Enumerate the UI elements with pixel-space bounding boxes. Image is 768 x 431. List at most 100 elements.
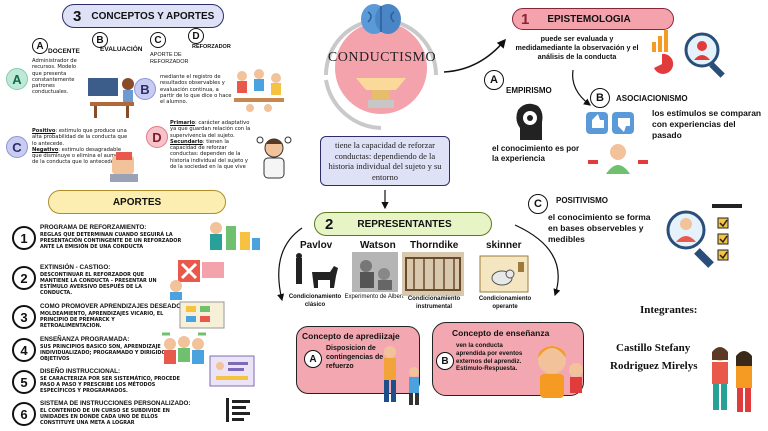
aprendizaje-title: Concepto de aprediizaje [302, 331, 400, 341]
puzzle-box-photo [402, 252, 464, 296]
integrantes-title: Integrantes: [640, 304, 698, 316]
person-name-pavlov: Pavlov [300, 240, 333, 251]
checklist-magnifier-icon [666, 204, 742, 268]
aporte-text-5: SE CARACTERIZA POR SER SISTEMÁTICO, PROC… [40, 376, 180, 394]
aporte-number-5: 5 [12, 370, 36, 394]
aprendizaje-text: Disposicion de contingencias de refuerzo [326, 345, 384, 370]
aporte-title-2: EXTINSIÓN - CASTIGO: [40, 264, 111, 271]
positivismo-title: POSITIVISMO [556, 196, 609, 205]
ensenanza-text: ven la conducta aprendida por eventos ex… [456, 342, 523, 373]
desired-learning-icon [179, 301, 225, 329]
empirismo-letter: A [484, 70, 504, 90]
negativo-label: Negativo [32, 146, 59, 153]
positivo-label: Positivo [32, 128, 56, 134]
negativo-text: : estimulo desagradable que disminuye o … [32, 146, 127, 166]
empirismo-title: EMPIRISMO [506, 86, 552, 95]
magnifier-person-icon [684, 32, 725, 78]
person-name-thorndike: Thorndike [410, 240, 459, 251]
aporte-title-1: PROGRAMA DE REFORZAMIENTO: [40, 224, 147, 231]
aporte-text-4: SUS PRINCIPIOS BASICO SON, APRENDIZAJE I… [40, 344, 172, 362]
concept-d-text: Primario: carácter adaptativo ya que gua… [170, 120, 254, 170]
concept-a-header: DOCENTE [48, 48, 80, 55]
concept-b-header: EVALUACIÓN [100, 46, 143, 53]
conceptos-number: 3 [73, 7, 82, 25]
epistemologia-header: 1 EPISTEMOLOGIA [512, 8, 674, 30]
teacher-classroom-icon [88, 78, 134, 118]
person-caption-skinner: Condicionamiento operante [478, 296, 532, 310]
reward-hand-icon [110, 152, 138, 182]
analysis-chart-icon [652, 30, 674, 74]
concept-d-badge: D [146, 126, 168, 148]
conceptos-header: 3 CONCEPTOS Y APORTES [62, 4, 224, 28]
skinner-box-icon [479, 255, 529, 293]
concept-d-header: REFORZADOR [192, 44, 231, 50]
epistemologia-number: 1 [521, 10, 530, 28]
aporte-number-6: 6 [12, 402, 36, 426]
students-group-icon [234, 69, 284, 112]
person-name-watson: Watson [360, 240, 396, 251]
ensenanza-letter: B [436, 352, 454, 370]
aporte-text-6: EL CONTENIDO DE UN CURSO SE SUBDIVIDE EN… [40, 408, 170, 426]
list-lines-icon [226, 398, 250, 422]
punishment-icon [170, 260, 224, 300]
brain-icon [361, 4, 401, 34]
pedestal-icon [356, 78, 406, 108]
aporte-number-2: 2 [12, 266, 36, 290]
center-decoration [324, 18, 438, 130]
concept-b-text: mediante el registro de resultados obser… [160, 74, 232, 106]
aporte-title-3: COMO PROMOVER APRENDIZAJES DESEADOS: [40, 303, 188, 310]
person-name-skinner: skinner [486, 240, 522, 251]
epistemologia-title: EPISTEMOLOGIA [547, 13, 631, 25]
asociacionismo-text: los estímulos se comparan con experienci… [652, 108, 762, 140]
person-caption-thorndike: Condicionamiento instrumental [407, 296, 461, 310]
reinforcement-program-icon [210, 222, 260, 250]
aporte-text-3: MOLDEAMIENTO, APRENDIZAJES VICARIO, EL P… [40, 311, 164, 329]
representantes-title: REPRESENTANTES [357, 218, 452, 230]
empirismo-text: el conocimiento es por la experiencia [492, 144, 580, 163]
concept-a-badge: A [6, 68, 28, 90]
concept-b-badge: B [134, 78, 156, 100]
teaching-girl-icon [538, 346, 583, 398]
primario-text: : carácter adaptativo ya que guardan rel… [170, 120, 251, 139]
aportes-header: APORTES [48, 190, 226, 214]
aporte-text-2: DESCONTINUAR EL REFORZADOR QUE MANTIENE … [40, 272, 157, 296]
asociacionismo-title: ASOCIACIONISMO [616, 94, 688, 103]
watson-photo [352, 252, 398, 292]
conceptos-title: CONCEPTOS Y APORTES [91, 10, 215, 22]
concept-c-header: APORTE DE REFORZADOR [150, 52, 189, 65]
representantes-number: 2 [325, 215, 334, 233]
primario-label: Primario [170, 120, 195, 126]
integrante-name-1: Castillo Stefany [616, 342, 691, 354]
positivismo-letter: C [528, 194, 548, 214]
concept-letter-a: A [32, 38, 48, 54]
teacher-student-icon [384, 346, 419, 405]
secundario-label: Secundario [170, 138, 203, 145]
center-title: CONDUCTISMO [327, 50, 437, 65]
aportes-title: APORTES [112, 196, 162, 208]
concept-c-badge: C [6, 136, 28, 158]
center-definition: tiene la capacidad de reforzar conductas… [320, 136, 450, 186]
asociacionismo-letter: B [590, 88, 610, 108]
aporte-title-5: DISEÑO INSTRUCCIONAL: [40, 368, 121, 375]
concept-letter-c: C [150, 32, 166, 48]
ensenanza-title: Concepto de enseñanza [452, 328, 550, 338]
person-caption-watson: Experimento de Albert [344, 294, 404, 300]
dog-bell-icon [296, 253, 338, 288]
aporte-number-1: 1 [12, 226, 36, 250]
concept-letter-b: B [92, 32, 108, 48]
concept-c-text: Positivo: estimulo que produce una alta … [32, 128, 128, 166]
epistemologia-intro: puede ser evaluada y medidamediante la o… [515, 34, 639, 61]
aporte-number-3: 3 [12, 305, 36, 329]
aprendizaje-letter: A [304, 350, 322, 368]
secundario-text: : tienen la capacidad de reforzar conduc… [170, 138, 248, 171]
students-pair-icon [712, 347, 752, 412]
aporte-text-1: REGLAS QUE DETERMINAN CUANDO SEGUIRÁ LA … [40, 232, 182, 250]
instructional-design-icon [209, 355, 255, 387]
concept-a-text: Administrador de recursos. Modelo que pr… [32, 58, 77, 96]
positivo-text: : estimulo que produce una alta probabil… [32, 128, 128, 147]
programmed-teaching-icon [162, 332, 206, 364]
positivismo-text: el conocimiento se forma en bases observ… [548, 212, 651, 244]
thumbs-feedback-icon [586, 112, 648, 174]
head-gear-icon [516, 103, 543, 140]
